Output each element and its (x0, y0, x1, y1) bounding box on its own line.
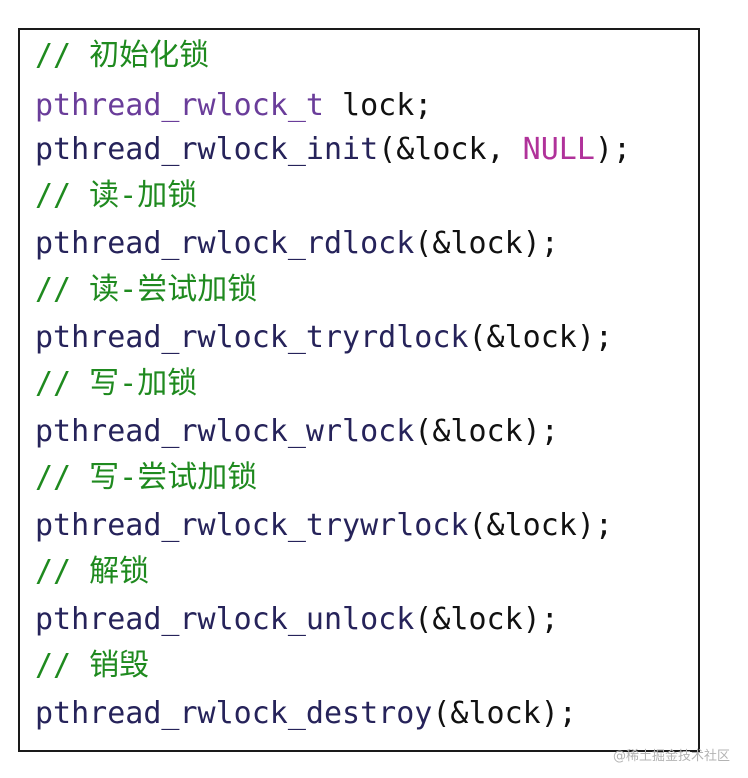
comment-unlock: // 解锁 (35, 554, 150, 589)
code-line-wrlock: pthread_rwlock_wrlock(&lock); (35, 414, 559, 450)
comment-init: // 初始化锁 (35, 38, 210, 73)
args-unlock: (&lock); (414, 602, 559, 637)
null-keyword: NULL (522, 132, 595, 167)
args-destroy: (&lock); (432, 696, 577, 731)
comment-destroy: // 销毁 (35, 648, 150, 683)
code-line-tryrdlock: pthread_rwlock_tryrdlock(&lock); (35, 320, 613, 356)
args-rdlock: (&lock); (414, 226, 559, 261)
watermark: @稀土掘金技术社区 (612, 749, 730, 764)
code-line-rdlock: pthread_rwlock_rdlock(&lock); (35, 226, 559, 262)
comment-tryrdlock: // 读-尝试加锁 (35, 272, 258, 307)
comment-wrlock: // 写-加锁 (35, 366, 198, 401)
code-line-type-decl: pthread_rwlock_t lock; (35, 88, 432, 124)
args-init-open: (&lock, (378, 132, 523, 167)
fn-unlock: pthread_rwlock_unlock (35, 602, 415, 637)
comment-trywrlock: // 写-尝试加锁 (35, 460, 258, 495)
args-wrlock: (&lock); (414, 414, 559, 449)
var-decl: lock; (323, 88, 433, 123)
args-tryrdlock: (&lock); (468, 320, 613, 355)
fn-tryrdlock: pthread_rwlock_tryrdlock (35, 320, 469, 355)
fn-trywrlock: pthread_rwlock_trywrlock (35, 508, 469, 543)
code-line-destroy: pthread_rwlock_destroy(&lock); (35, 696, 577, 732)
fn-wrlock: pthread_rwlock_wrlock (35, 414, 415, 449)
fn-init: pthread_rwlock_init (35, 132, 379, 167)
args-trywrlock: (&lock); (468, 508, 613, 543)
fn-rdlock: pthread_rwlock_rdlock (35, 226, 415, 261)
code-line-init: pthread_rwlock_init(&lock, NULL); (35, 132, 631, 168)
args-init-close: ); (594, 132, 632, 167)
code-block: // 初始化锁 pthread_rwlock_t lock; pthread_r… (18, 28, 700, 752)
comment-rdlock: // 读-加锁 (35, 178, 198, 213)
code-line-trywrlock: pthread_rwlock_trywrlock(&lock); (35, 508, 613, 544)
code-line-unlock: pthread_rwlock_unlock(&lock); (35, 602, 559, 638)
type-name: pthread_rwlock_t (35, 88, 324, 123)
fn-destroy: pthread_rwlock_destroy (35, 696, 433, 731)
